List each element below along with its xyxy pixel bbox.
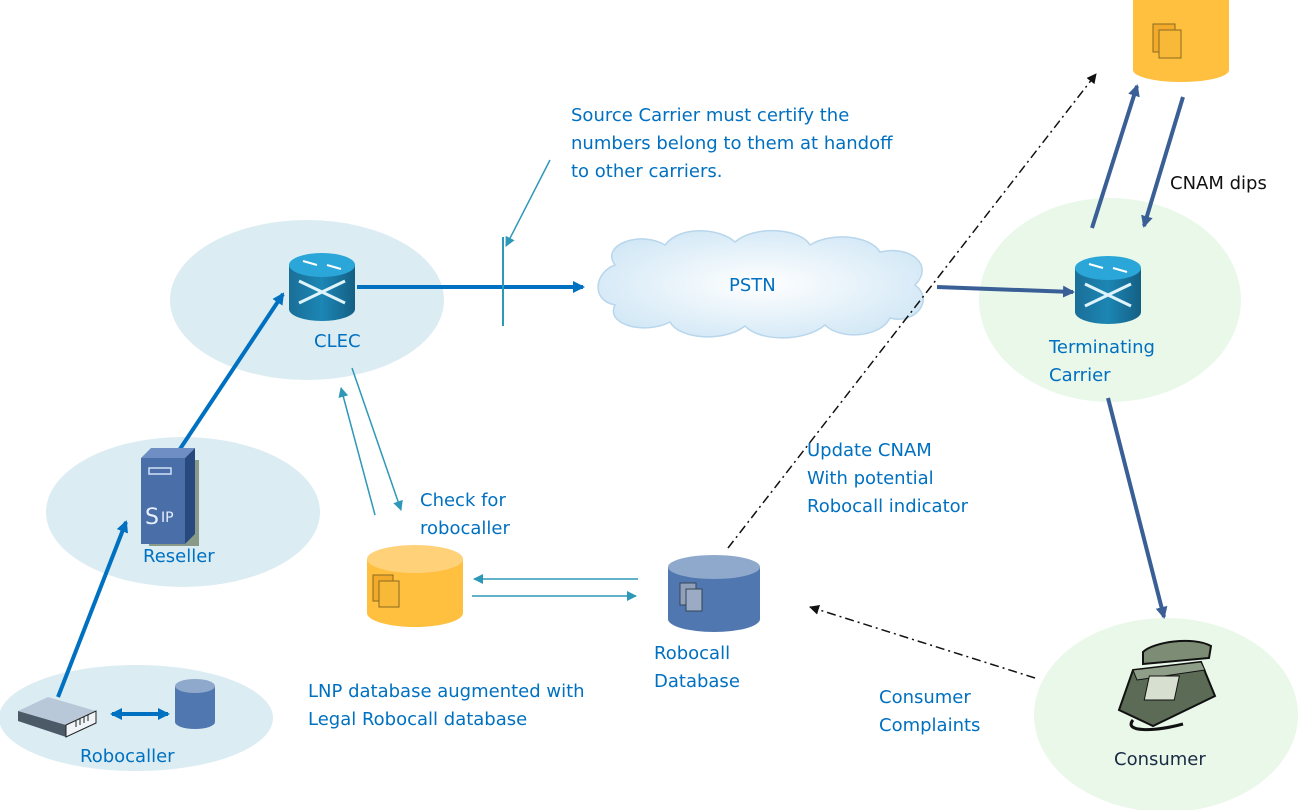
top-cnam-database-icon <box>1133 0 1229 82</box>
svg-text:S: S <box>145 505 159 530</box>
reseller-label: Reseller <box>143 546 215 567</box>
cloud-icon <box>597 230 924 339</box>
cnam-dip-up-arrow <box>1090 84 1140 229</box>
check-robocaller-note: Check for robocaller <box>420 490 510 539</box>
reseller-to-clec-arrow <box>174 292 285 457</box>
clec-router-icon <box>289 253 355 321</box>
terminating-label-1: Terminating <box>1049 337 1155 358</box>
telephone-icon <box>1117 639 1217 732</box>
modem-icon <box>18 697 97 738</box>
consumer-complaints-note: Consumer Complaints <box>879 687 981 736</box>
callout-line <box>505 159 551 247</box>
lnp-database-icon <box>367 545 463 627</box>
update-cnam-note: Update CNAM With potential Robocall indi… <box>807 440 969 517</box>
terminating-to-consumer-arrow <box>1106 397 1168 619</box>
lnp-db-note: LNP database augmented with Legal Roboca… <box>308 681 585 730</box>
pstn-to-terminating-arrow <box>936 285 1075 298</box>
consumer-label: Consumer <box>1114 749 1206 770</box>
terminating-label-2: Carrier <box>1049 365 1111 386</box>
robocaller-to-reseller-arrow <box>56 520 128 698</box>
robocall-db-label-2: Database <box>654 671 740 692</box>
pstn-label: PSTN <box>729 275 776 296</box>
cnam-dips-label: CNAM dips <box>1170 173 1267 194</box>
clec-to-lnp-arrow <box>351 367 403 511</box>
robocaller-label: Robocaller <box>80 746 175 767</box>
robocall-db-label-1: Robocall <box>654 643 731 664</box>
robocall-database-icon <box>668 555 760 632</box>
sip-server-icon: S IP <box>141 448 199 546</box>
source-carrier-note: Source Carrier must certify the numbers … <box>571 105 893 182</box>
lnp-to-clec-arrow <box>338 387 376 516</box>
clec-label: CLEC <box>314 331 361 352</box>
robocaller-database-icon <box>175 679 215 729</box>
terminating-router-icon <box>1075 256 1141 324</box>
complaints-arrow <box>809 604 1036 679</box>
svg-text:IP: IP <box>161 510 174 526</box>
update-cnam-arrow <box>727 73 1097 549</box>
cnam-dip-down-arrow <box>1141 96 1185 228</box>
